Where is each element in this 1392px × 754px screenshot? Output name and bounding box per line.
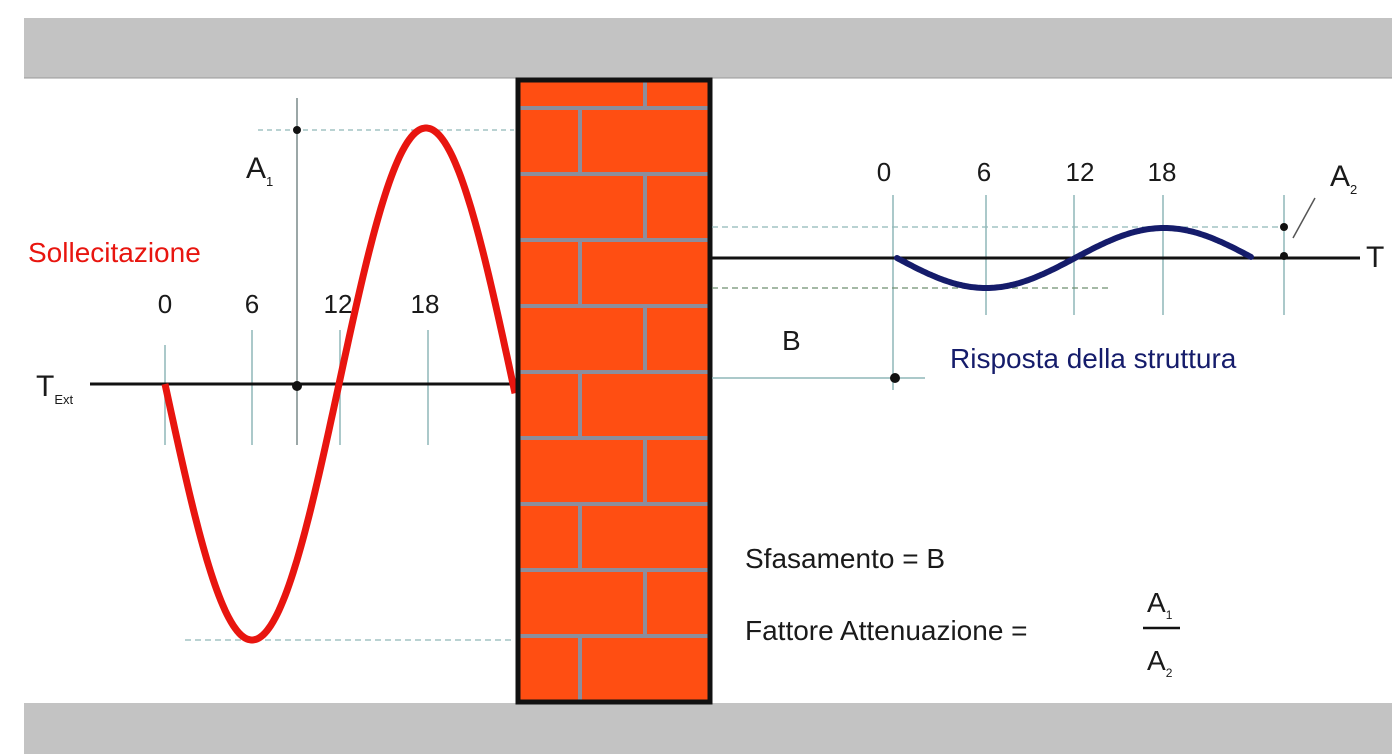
attenuation-label: Fattore Attenuazione = (745, 615, 1028, 646)
shift-formula: Sfasamento = B (745, 543, 945, 574)
right-tick-label: 0 (877, 157, 891, 187)
wall-body (518, 80, 710, 702)
bottom-band (24, 703, 1392, 754)
a1-label: A1 (246, 152, 273, 189)
wall-outline (515, 77, 713, 705)
response-curve (894, 225, 1254, 291)
left-tick-label: 0 (158, 289, 172, 319)
a2-label: A2 (1330, 160, 1357, 197)
t-right-label: T (1366, 241, 1384, 274)
t-ext-label: TExt (36, 370, 73, 407)
brick-wall (515, 77, 713, 705)
left-tick-label: 12 (324, 289, 353, 319)
attenuation-numerator: A1 (1147, 587, 1173, 622)
right-tick-label: 18 (1148, 157, 1177, 187)
shift-b-dot (890, 373, 900, 383)
right-title: Risposta della struttura (950, 343, 1237, 374)
top-band (24, 18, 1392, 78)
wall-mortar (520, 82, 708, 700)
left-title: Sollecitazione (28, 237, 201, 268)
a2-pointer (1292, 197, 1316, 239)
excitation-curve (161, 124, 519, 644)
a2-top-dot (1280, 223, 1288, 231)
shift-b-label: B (782, 325, 801, 356)
left-tick-label: 18 (411, 289, 440, 319)
a1-top-dot (293, 126, 301, 134)
left-tick-label: 6 (245, 289, 259, 319)
attenuation-denominator: A2 (1147, 645, 1173, 680)
right-tick-label: 6 (977, 157, 991, 187)
right-tick-label: 12 (1066, 157, 1095, 187)
